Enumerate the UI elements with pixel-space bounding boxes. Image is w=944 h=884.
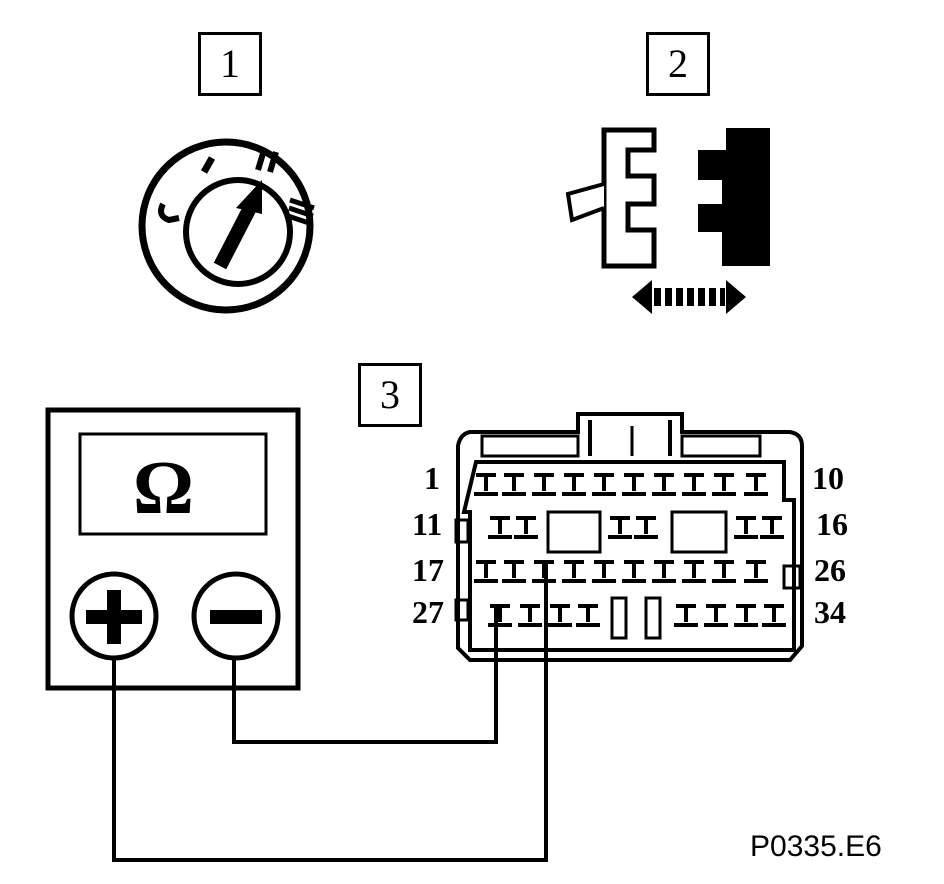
pin-label-34: 34: [814, 594, 846, 630]
step-1-box: 1: [198, 32, 262, 96]
connector-pinout-icon: [454, 412, 804, 662]
pin-label-10: 10: [812, 460, 844, 496]
reference-code: P0335.E6: [750, 830, 882, 863]
pin-label-1: 1: [424, 460, 440, 496]
ignition-switch-icon: [138, 138, 315, 314]
pin-label-11: 11: [412, 506, 443, 542]
pin-label-17: 17: [412, 552, 444, 588]
connector-pins: [474, 473, 786, 640]
pin-label-27: 27: [412, 594, 444, 630]
pin-label-16: 16: [816, 506, 848, 542]
ohmmeter-icon: [45, 407, 301, 691]
step-3-box: 3: [358, 363, 422, 427]
ohm-symbol: Ω: [133, 446, 194, 530]
step-2-box: 2: [646, 32, 710, 96]
test-leads: [112, 562, 548, 862]
pin-label-26: 26: [814, 552, 846, 588]
connector-disconnect-icon: [565, 127, 770, 314]
